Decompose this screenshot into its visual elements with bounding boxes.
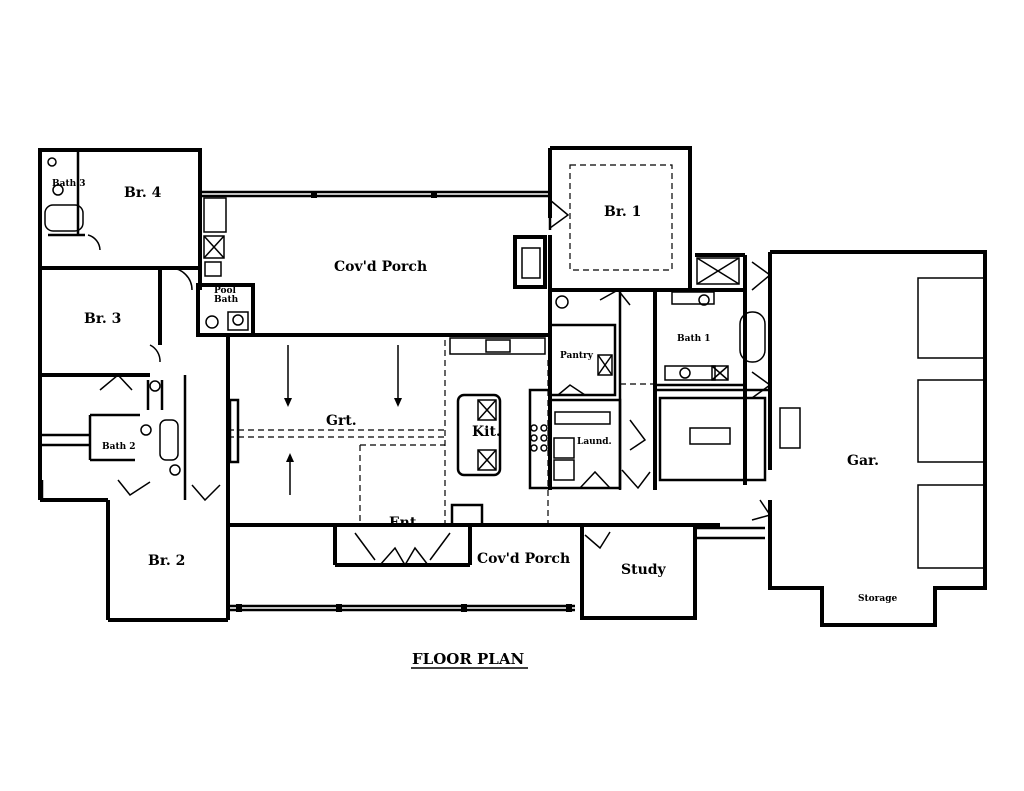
label-br1: Br. 1 <box>604 204 641 220</box>
label-covd-porch-rear: Cov'd Porch <box>334 259 427 275</box>
label-bath2: Bath 2 <box>102 442 136 452</box>
label-pantry: Pantry <box>560 351 594 361</box>
label-study: Study <box>621 562 667 578</box>
label-gar: Gar. <box>847 453 879 469</box>
left-wing-walls <box>38 148 230 622</box>
label-ent: Ent. <box>389 515 421 531</box>
label-storage: Storage <box>858 594 898 604</box>
label-grt: Grt. <box>326 413 357 429</box>
study-porch-walls <box>228 523 765 620</box>
label-pool: Pool <box>214 286 237 296</box>
pantry-laundry-walls <box>548 295 622 490</box>
plan-title: FLOOR PLAN <box>412 650 524 668</box>
label-kit: Kit. <box>472 424 501 440</box>
center-walls <box>226 335 720 567</box>
label-laund: Laund. <box>577 437 612 447</box>
label-br3: Br. 3 <box>84 311 121 327</box>
label-br4: Br. 4 <box>124 185 162 201</box>
label-bath-pool: Bath <box>214 295 239 305</box>
label-bath3: Bath 3 <box>52 179 86 189</box>
label-covd-porch-front: Cov'd Porch <box>477 551 570 567</box>
room-labels: Bath 3 Br. 4 Cov'd Porch Br. 1 Pool Bath… <box>52 179 898 604</box>
label-br2: Br. 2 <box>148 553 185 569</box>
rear-porch-walls <box>200 190 552 337</box>
garage-walls <box>751 250 987 627</box>
pool-bath-walls <box>196 283 255 337</box>
label-bath1: Bath 1 <box>677 334 711 344</box>
